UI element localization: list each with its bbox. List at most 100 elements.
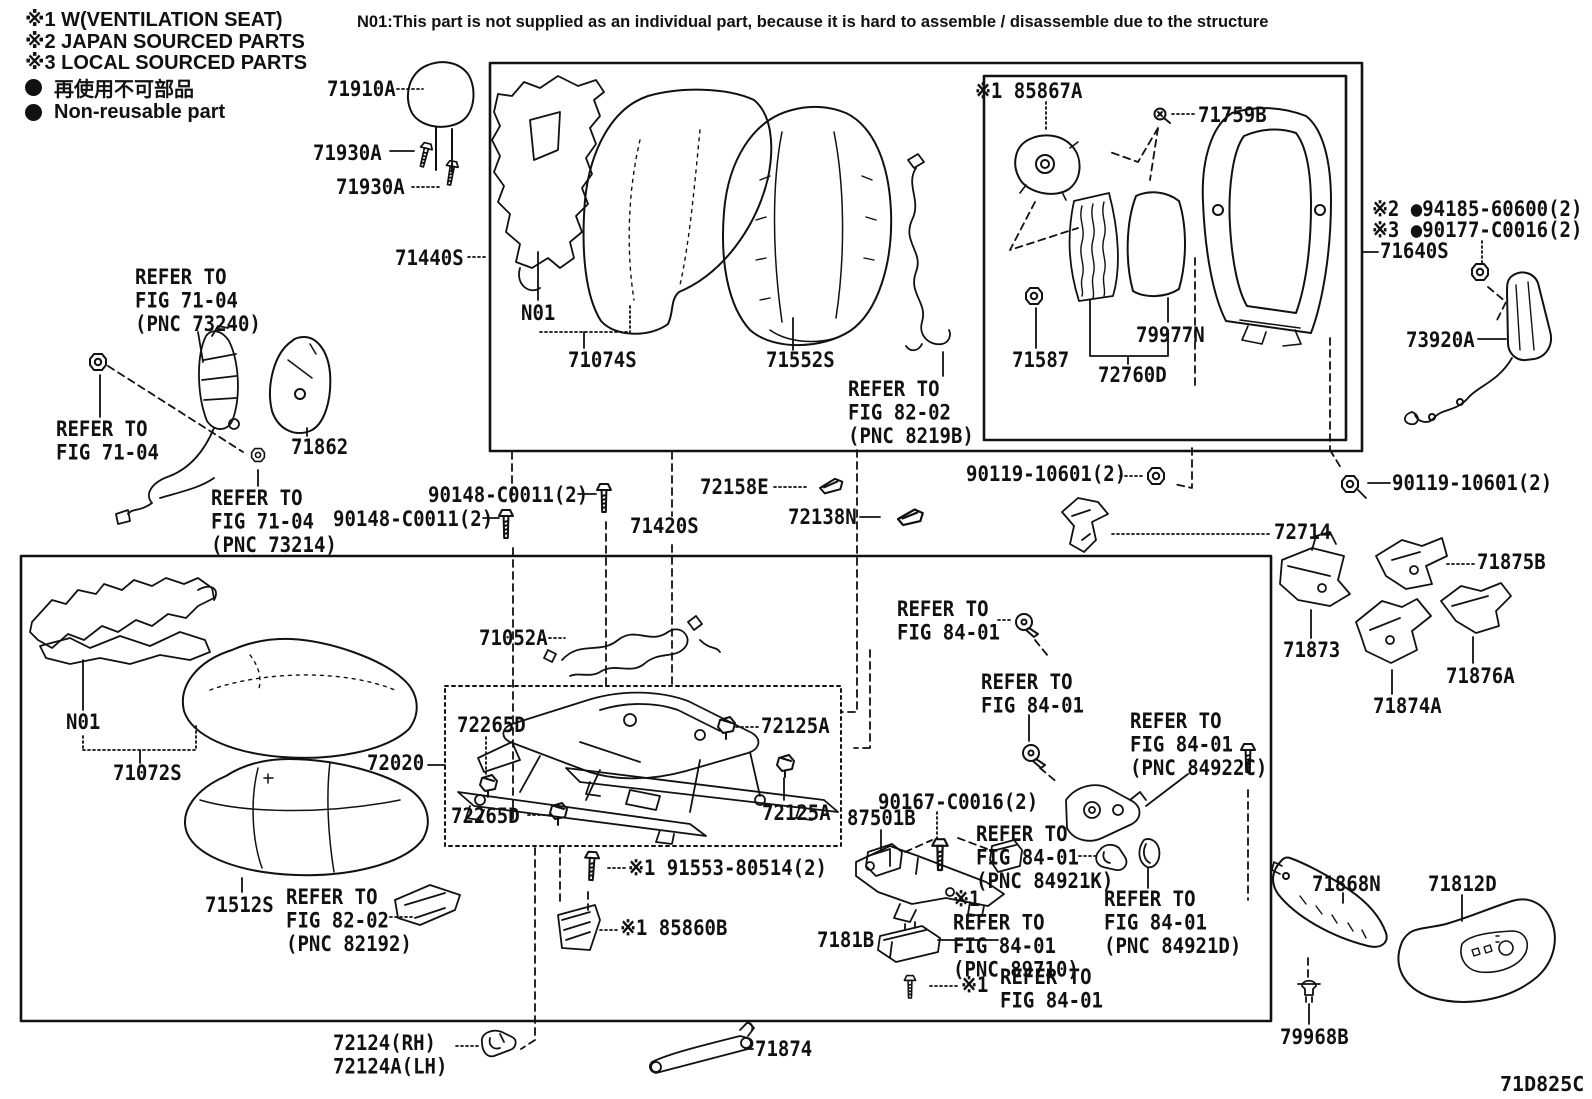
part-label-71552S: 71552S: [766, 347, 835, 373]
shield-71868N-drawing: [1271, 856, 1388, 948]
bolt-90148-2: [498, 509, 514, 539]
part-label-94185-60600: ※2 ●94185-60600(2): [1372, 196, 1583, 222]
part-label-71910A: 71910A: [327, 76, 396, 102]
pivot-bracket-84922C-drawing: [1065, 784, 1147, 842]
part-label-71052A: 71052A: [479, 625, 548, 651]
seatback-frame-drawing: [1201, 107, 1332, 347]
part-label-72125A-2: 72125A: [762, 800, 831, 826]
legend-items: ※1 W(VENTILATION SEAT)※2 JAPAN SOURCED P…: [25, 9, 307, 75]
legend-non-reusable-jp-text: 再使用不可部品: [54, 78, 194, 101]
part-label-71812D: 71812D: [1428, 871, 1497, 897]
lumbar-support-drawing: [1068, 192, 1119, 302]
part-label-71072S: 71072S: [113, 760, 182, 786]
part-label-71512S: 71512S: [205, 892, 274, 918]
ecu-7181B-drawing: [877, 921, 941, 963]
nut-90119-L: [1147, 467, 1165, 485]
part-label-71440S: 71440S: [395, 245, 464, 271]
part-label-79977N: 79977N: [1136, 322, 1205, 348]
seatback-group-box: [488, 61, 1364, 453]
part-label-N01-seatback: N01: [521, 300, 556, 326]
nut-71587: [1025, 287, 1043, 305]
legend-non-reusable-en: Non-reusable part: [25, 100, 307, 125]
seatback-harness-drawing: [905, 153, 951, 352]
part-label-71875B: 71875B: [1477, 549, 1546, 575]
part-label-90177-C0016: ※3 ●90177-C0016(2): [1372, 217, 1583, 243]
cylinder-84921K-drawing: [1095, 843, 1128, 871]
legend-non-reusable-en-text: Non-reusable part: [54, 100, 226, 123]
bolt-90148-1: [596, 483, 612, 513]
bracket-71875B-drawing: [1375, 537, 1448, 590]
seat-track-box: [444, 685, 842, 847]
part-label-71074S: 71074S: [568, 347, 637, 373]
part-label-refer-fig71-04-pnc73214: REFER TO FIG 71-04 (PNC 73214): [211, 485, 337, 558]
part-label-72760D: 72760D: [1098, 362, 1167, 388]
part-label-90119-10601-L: 90119-10601(2): [966, 461, 1127, 487]
part-label-72124: 72124(RH) 72124A(LH): [333, 1030, 448, 1080]
rod-71874-drawing: [649, 1021, 755, 1074]
headrest-screw-1: [415, 141, 435, 169]
legend-non-reusable-jp: 再使用不可部品: [25, 75, 307, 101]
part-label-7181B: 7181B: [817, 927, 875, 953]
part-label-71873: 71873: [1283, 637, 1341, 663]
part-label-72125A-1: 72125A: [761, 713, 830, 739]
cushion-heater-mat-drawing: [29, 577, 217, 665]
part-label-N01-cushion: N01: [66, 709, 101, 735]
part-label-71930A-1: 71930A: [313, 140, 382, 166]
cushion-group-box: [19, 554, 1273, 1023]
part-label-refer-fig84-01-b: REFER TO FIG 84-01: [981, 669, 1084, 719]
part-label-71876A: 71876A: [1446, 663, 1515, 689]
part-label-refer-fig84-01-pnc84921D: REFER TO FIG 84-01 (PNC 84921D): [1104, 886, 1242, 959]
bracket-71876A-drawing: [1440, 582, 1512, 634]
part-label-72714: 72714: [1274, 519, 1332, 545]
part-label-refer-fig82-02-pnc82192: REFER TO FIG 82-02 (PNC 82192): [286, 884, 412, 957]
side-airbag-drawing: [1014, 134, 1081, 201]
recliner-cover-drawing: [1404, 271, 1552, 426]
part-label-79968B: 79968B: [1280, 1024, 1349, 1050]
dotted-leaders: [82, 88, 1483, 1047]
part-label-73920A: 73920A: [1406, 327, 1475, 353]
ball-screw-fig84-01-a: [1015, 613, 1039, 638]
legend-item-1: ※1 W(VENTILATION SEAT): [25, 9, 283, 31]
clip-72125A-2: [776, 754, 795, 778]
sensor-bracket-87501B-drawing: [855, 839, 1023, 923]
screw-90119-R: [1341, 475, 1367, 499]
clip-72138N: [896, 507, 925, 527]
part-label-refer-fig82-02-pnc8219B: REFER TO FIG 82-02 (PNC 8219B): [848, 376, 974, 449]
cap-84921D-drawing: [1138, 838, 1161, 869]
part-label-72020: 72020: [367, 750, 425, 776]
figure-code: 71D825C: [1500, 1072, 1585, 1096]
cushion-foam-drawing: [181, 637, 418, 759]
screw-fig84-01-bottom: [903, 974, 917, 999]
legend-item-2: ※2 JAPAN SOURCED PARTS: [25, 30, 305, 53]
part-label-71862: 71862: [291, 434, 349, 460]
clip-72158E: [818, 476, 845, 495]
part-label-refer-fig84-01-pnc84922C: REFER TO FIG 84-01 (PNC 84922C): [1130, 708, 1268, 781]
part-label-refer-fig71-04-pnc73240: REFER TO FIG 71-04 (PNC 73240): [135, 264, 261, 337]
legend: ※1 W(VENTILATION SEAT)※2 JAPAN SOURCED P…: [25, 9, 307, 125]
part-label-71420S: 71420S: [630, 513, 699, 539]
seatback-cover-drawing: [722, 105, 893, 347]
cushion-harness-drawing: [543, 615, 721, 677]
filled-circle-icon: [25, 78, 42, 96]
part-label-71640S: 71640S: [1380, 238, 1449, 264]
part-label-87501B: 87501B: [847, 805, 916, 831]
part-label-71930A-2: 71930A: [336, 174, 405, 200]
part-label-refer-fig84-01-c: REFER TO FIG 84-01: [1000, 964, 1103, 1014]
filled-circle-icon: [25, 103, 42, 121]
bracket-71874A-drawing: [1355, 598, 1432, 664]
headrest-drawing: [406, 61, 475, 173]
nut-90177: [1471, 263, 1489, 281]
shield-71862-drawing: [269, 336, 332, 434]
clip-72265D-1: [479, 774, 498, 798]
clip-72124-drawing: [480, 1029, 517, 1058]
screw-71759B: [1153, 107, 1171, 124]
nut-fig71-04: [89, 353, 107, 371]
bolt-91553: [582, 850, 601, 882]
part-label-71587: 71587: [1012, 347, 1070, 373]
diagram-note: N01:This part is not supplied as an indi…: [357, 13, 1269, 31]
part-label-72138N: 72138N: [788, 504, 857, 530]
part-label-72265D-1: 72265D: [457, 712, 526, 738]
part-label-71874: 71874: [755, 1036, 813, 1062]
